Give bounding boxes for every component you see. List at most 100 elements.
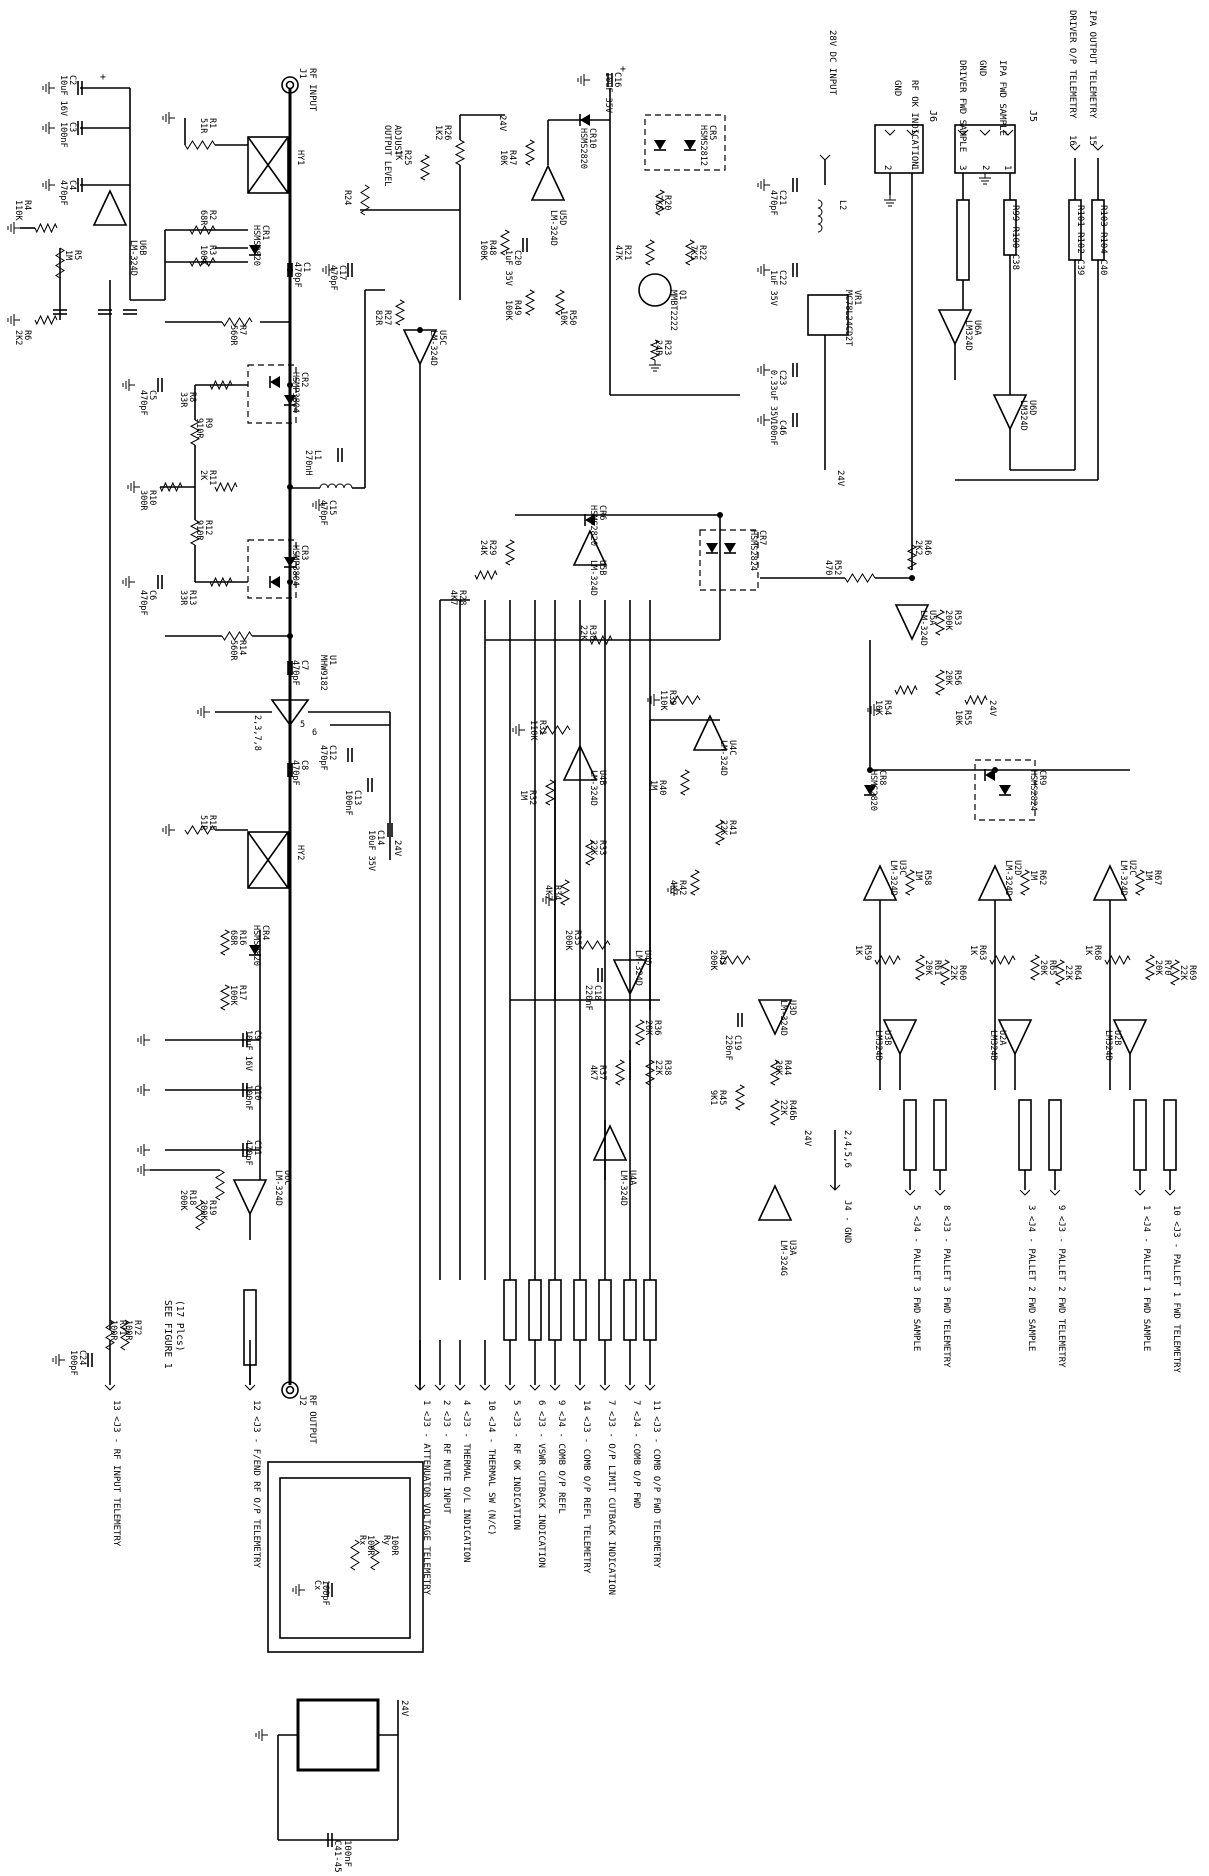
inductor-l1 — [327, 483, 337, 489]
component-label-c2: C210uF 16V — [58, 75, 77, 116]
component-label-c15: C15470pF — [318, 500, 337, 526]
inset-cx: Cx — [312, 1580, 322, 1590]
component-label-r25: R251K — [393, 150, 412, 165]
component-label-r59: R591K — [853, 945, 872, 960]
component-label-r31: R31110K — [528, 720, 547, 741]
opamp-u3d — [757, 999, 793, 1036]
j1-name: RF INPUT — [307, 68, 317, 112]
ferrite-bottom-8 — [548, 1279, 562, 1341]
component-label-u5a: U5ALM-324D — [918, 610, 937, 646]
resistor-r56 — [934, 669, 946, 696]
component-label-r40: R401M — [648, 780, 667, 795]
j2-ref: J2 — [297, 1395, 307, 1406]
resistor-r21 — [644, 239, 656, 266]
component-label-r36: R3620K — [643, 1020, 662, 1036]
component-label-r43: R43200K — [708, 950, 727, 971]
diode-d — [684, 140, 696, 150]
component-label-r16: R1668R — [228, 930, 247, 946]
connector-pin-chevron — [829, 1184, 841, 1191]
component-label-r29: R2924K — [478, 540, 497, 556]
see-figure-note: SEE FIGURE 1 — [162, 1300, 173, 1369]
resistor-r6 — [34, 314, 58, 326]
right-signal-4: 9 <J3 - PALLET 2 FWD TELEMETRY — [1056, 1205, 1066, 1368]
component-label-r49: R49100K — [503, 300, 522, 321]
component-label-u5d: U5DLM-324D — [548, 210, 567, 246]
component-label-r62: R621M — [1028, 870, 1047, 885]
component-label-r72: R72100R — [123, 1320, 142, 1341]
ferrite-pallet-1-b — [1163, 1099, 1177, 1171]
component-label-u6d: U6DLM324D — [1018, 400, 1037, 431]
component-label-r15: R1551R — [198, 815, 217, 831]
resistor-r37 — [614, 1059, 626, 1086]
amplifier-u1 — [270, 699, 310, 727]
inset-ry: Ry — [381, 1535, 391, 1545]
component-label-r5: R51M — [63, 250, 82, 260]
bottom-signal-3: 1 <J3 - ATTENUATOR VOLTAGE TELEMETRY — [421, 1400, 431, 1596]
component-label-cr4: CR4HSMS2820 — [251, 925, 270, 966]
resistor-r1 — [184, 140, 216, 150]
resistor-r36 — [634, 1019, 646, 1046]
inductor-l1 — [335, 483, 345, 489]
inset-rx: Rx — [357, 1535, 367, 1545]
vr1-out-24v: 24V — [835, 470, 845, 487]
component-label-c5: C5470pF — [138, 390, 157, 416]
component-label-c9: C910uF 16V — [243, 1030, 262, 1071]
resistor-r60 — [939, 959, 951, 986]
j5-pin3: 3 — [957, 165, 967, 170]
ferrite-label-3: R103 R104 C40 — [1098, 205, 1108, 275]
component-label-c20: C201uF 35V — [503, 250, 522, 286]
component-label-u4c: U4CLM-324D — [718, 740, 737, 776]
component-label-r44: R4420K — [773, 1060, 792, 1076]
polarity-plus: + — [620, 64, 626, 75]
resistor-r67 — [1134, 869, 1146, 896]
j5-pin1: 1 — [1002, 165, 1012, 170]
inductor-l2 — [817, 223, 823, 233]
ferrite-telemetry-f-end — [243, 1289, 257, 1366]
opamp-u6b — [92, 189, 128, 226]
pin-diode-package-cr2 — [247, 364, 297, 424]
ferrite-label-2: R101 R102 C39 — [1075, 205, 1085, 275]
component-label-cr10: CR10HSMS2820 — [578, 128, 597, 169]
output-level-adjust: ADJUST — [392, 125, 402, 156]
junction-dot — [287, 633, 293, 639]
component-label-c13: C13100nF — [343, 790, 362, 816]
hybrid-coupler-hy1 — [247, 136, 289, 194]
connector-pin-chevron — [1002, 129, 1014, 136]
resistor-r59 — [874, 954, 901, 966]
diode-d — [270, 576, 280, 588]
j5-ipa-label: IPA FWD SAMPLE — [997, 60, 1007, 136]
resistor-r8 — [209, 379, 233, 391]
component-label-r64: R6422K — [1063, 965, 1082, 981]
component-label-c46: C46100nF — [768, 420, 787, 446]
junction-dot — [287, 382, 293, 388]
diode-d — [999, 785, 1011, 795]
connector-pin-chevron — [599, 1384, 611, 1391]
component-label-cr3: CR3HSMP3804 — [290, 545, 309, 586]
component-label-r10: R10300R — [138, 490, 157, 511]
component-label-c14: C1410uF 35V — [366, 830, 385, 871]
driver-telemetry-label: DRIVER O/P TELEMETRY — [1067, 10, 1077, 119]
component-label-r4: R4110K — [13, 200, 32, 221]
opamp-u3c — [862, 864, 898, 901]
right-signal-1: 5 <J4 - PALLET 3 FWD SAMPLE — [911, 1205, 921, 1351]
diode-d — [284, 557, 296, 567]
component-label-cr1: CR1HSMS2820 — [251, 225, 270, 266]
right-signal-6: 10 <J3 - PALLET 1 FWD TELEMETRY — [1171, 1205, 1181, 1374]
ferrite-pallet-2-b — [1048, 1099, 1062, 1171]
connector-pin-chevron — [574, 1384, 586, 1391]
component-label-r7: R7560R — [228, 325, 247, 346]
resistor-r45 — [734, 1084, 746, 1111]
inductor-l1 — [319, 483, 329, 489]
j1-ref: J1 — [297, 68, 307, 79]
connector-pin-chevron — [904, 1189, 916, 1196]
resistor-r28 — [474, 569, 498, 581]
component-layer — [7, 73, 1181, 1847]
junction-dot — [287, 484, 293, 490]
component-label-r55: R5510K — [953, 710, 972, 726]
resistor-r65 — [1029, 954, 1041, 981]
diode-cr8 — [864, 785, 876, 795]
junction-dot — [717, 512, 723, 518]
u3a-24v: 24V — [802, 1130, 812, 1147]
component-label-u3d: U3DLM-324D — [778, 1000, 797, 1036]
inset-outer-frame — [267, 1461, 424, 1653]
